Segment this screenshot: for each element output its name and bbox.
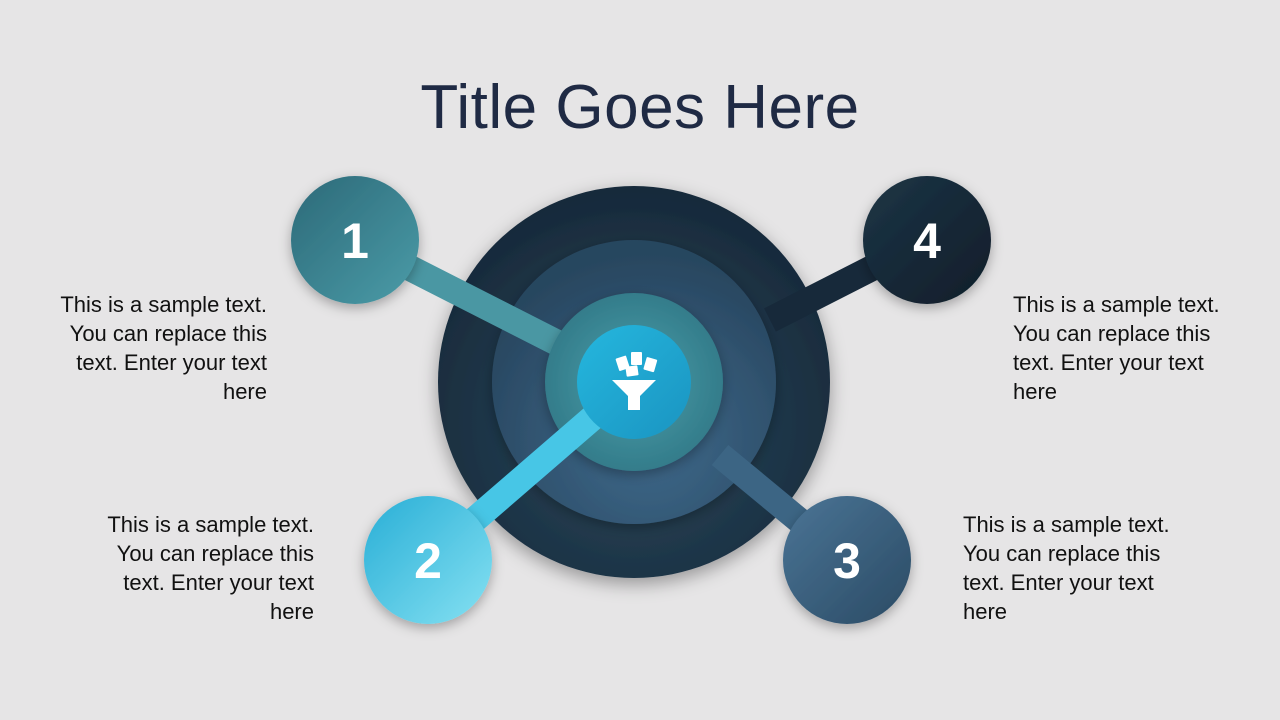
node-2-number: 2 — [414, 533, 442, 589]
slide-title: Title Goes Here — [420, 73, 860, 142]
node-4-description: This is a sample text. You can replace t… — [1013, 292, 1220, 404]
node-1: 1 — [291, 176, 419, 304]
node-2-description: This is a sample text. You can replace t… — [107, 512, 314, 624]
node-1-description: This is a sample text. You can replace t… — [60, 292, 267, 404]
node-4: 4 — [863, 176, 991, 304]
node-4-number: 4 — [913, 213, 941, 269]
node-1-number: 1 — [341, 213, 369, 269]
node-3-description: This is a sample text. You can replace t… — [963, 512, 1170, 624]
funnel-documents-icon — [612, 352, 658, 410]
node-2: 2 — [364, 496, 492, 624]
node-3-number: 3 — [833, 533, 861, 589]
node-3: 3 — [783, 496, 911, 624]
